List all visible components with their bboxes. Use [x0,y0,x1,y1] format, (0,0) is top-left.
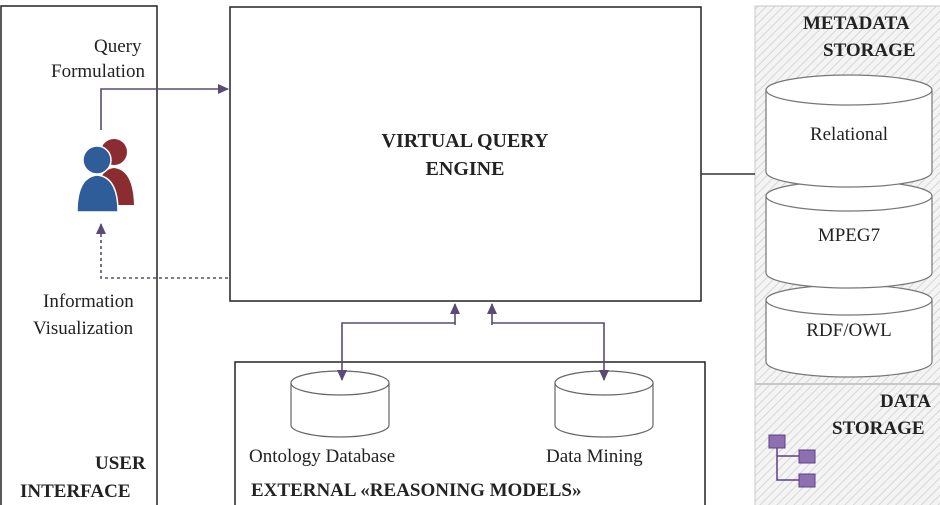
data-mining-cylinder [554,370,654,438]
virtual-query-engine-box [229,6,702,302]
reasoning-models-title: EXTERNAL «REASONING MODELS» [251,480,582,501]
data-mining-label: Data Mining [546,446,643,467]
info-label-line1: Information [43,291,134,312]
engine-title-line2: ENGINE [425,158,505,180]
engine-title-line1: VIRTUAL QUERY [381,130,549,152]
engine-ontology-arrow [337,322,456,381]
ontology-db-cylinder [290,370,390,438]
info-label-line2: Visualization [33,318,134,339]
query-formulation-arrow [100,84,229,130]
data-storage-title-line2: STORAGE [832,418,925,439]
query-label-line1: Query [94,36,142,57]
metadata-title-line2: STORAGE [823,40,916,61]
information-visualization-arrow [96,223,228,279]
metadata-layer-mpeg7: MPEG7 [817,225,881,246]
data-storage-title-line1: DATA [880,391,932,412]
data-hierarchy-icon [768,434,816,488]
metadata-title-line1: METADATA [803,13,910,34]
metadata-layer-rdf-owl: RDF/OWL [806,320,892,341]
metadata-cylinder-stack [765,74,933,378]
query-label-line2: Formulation [51,61,145,82]
ontology-database-label: Ontology Database [249,446,396,467]
engine-datamining-arrow [491,322,609,381]
user-interface-title-line1: USER [95,453,146,474]
users-icon [76,139,134,213]
user-interface-title-line2: INTERFACE [20,481,131,502]
metadata-layer-relational: Relational [809,124,889,145]
